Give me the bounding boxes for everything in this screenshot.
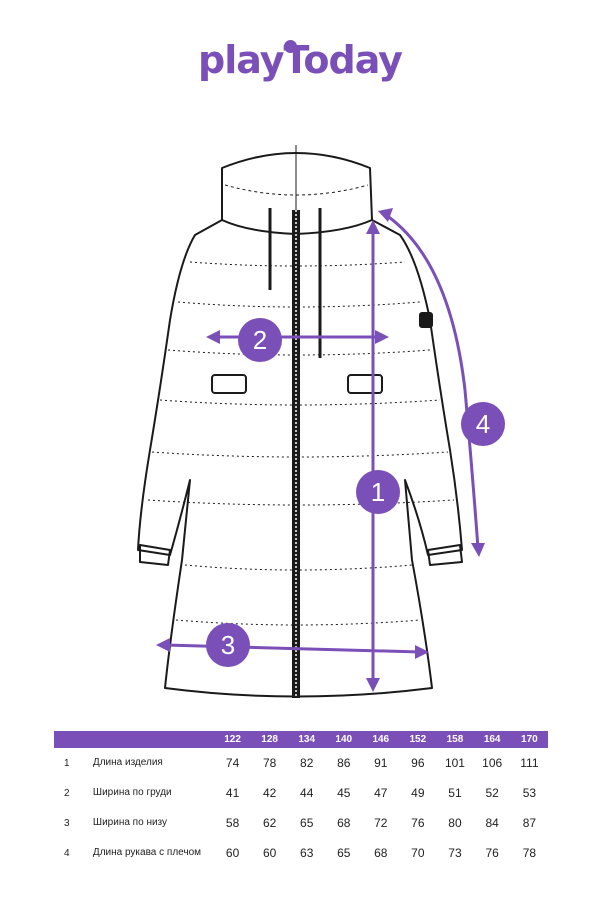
row-value: 49 — [411, 786, 425, 800]
row-value: 44 — [300, 786, 314, 800]
svg-text:4: 4 — [476, 409, 490, 439]
table-row: 4 Длина рукава с плечом 60 60 63 65 68 7… — [54, 838, 548, 868]
row-value: 47 — [374, 786, 388, 800]
row-value: 45 — [337, 786, 351, 800]
row-value: 78 — [522, 846, 537, 860]
row-value: 58 — [225, 816, 240, 830]
marker-2: 2 — [238, 318, 282, 362]
row-value: 60 — [262, 846, 277, 860]
size-header-row: 122 128 134 140 146 152 158 164 170 — [54, 731, 548, 748]
row-value: 80 — [448, 816, 462, 830]
header-spacer — [54, 731, 93, 748]
row-value: 70 — [411, 846, 425, 860]
marker-4: 4 — [461, 402, 505, 446]
row-value: 87 — [522, 816, 537, 830]
row-value: 65 — [300, 816, 314, 830]
size-128: 128 — [251, 731, 289, 748]
row-label: Длина рукава с плечом — [92, 847, 202, 858]
size-158: 158 — [436, 731, 474, 748]
brand-logo: playToday — [0, 38, 600, 82]
row-value: 78 — [262, 756, 277, 770]
svg-text:3: 3 — [221, 630, 235, 660]
table-row: 1 Длина изделия 74 78 82 86 91 96 101 10… — [54, 748, 548, 778]
row-value: 111 — [520, 756, 539, 770]
row-value: 76 — [411, 816, 425, 830]
row-number: 1 — [64, 757, 70, 769]
row-value: 42 — [262, 786, 277, 800]
row-label: Длина изделия — [92, 757, 163, 768]
row-value: 60 — [225, 846, 240, 860]
row-value: 65 — [337, 846, 351, 860]
row-value: 84 — [485, 816, 499, 830]
row-value: 82 — [300, 756, 314, 770]
row-value: 96 — [411, 756, 425, 770]
row-value: 73 — [448, 846, 462, 860]
logo-dot — [284, 40, 297, 53]
size-table: 122 128 134 140 146 152 158 164 170 1 Дл… — [54, 731, 548, 868]
row-value: 51 — [448, 786, 462, 800]
row-label: Ширина по низу — [92, 817, 168, 828]
svg-text:2: 2 — [253, 325, 267, 355]
row-value: 63 — [300, 846, 314, 860]
size-152: 152 — [399, 731, 437, 748]
row-value: 91 — [374, 756, 388, 770]
row-value: 68 — [337, 816, 351, 830]
row-value: 41 — [225, 786, 240, 800]
row-value: 76 — [485, 846, 499, 860]
size-170: 170 — [510, 731, 548, 748]
measurement-markers: 1 2 3 4 — [206, 318, 505, 667]
logo-text: playToday — [198, 38, 403, 82]
row-value: 74 — [225, 756, 240, 770]
row-value: 86 — [337, 756, 351, 770]
row-value: 52 — [485, 786, 499, 800]
svg-text:1: 1 — [371, 477, 385, 507]
header-spacer — [92, 731, 215, 748]
size-134: 134 — [288, 731, 326, 748]
row-number: 4 — [64, 847, 70, 859]
size-146: 146 — [362, 731, 400, 748]
row-number: 2 — [64, 787, 70, 799]
marker-3: 3 — [206, 623, 250, 667]
row-value: 53 — [522, 786, 537, 800]
size-122: 122 — [214, 731, 252, 748]
row-value: 106 — [482, 756, 503, 770]
row-value: 68 — [374, 846, 388, 860]
table-row: 3 Ширина по низу 58 62 65 68 72 76 80 84… — [54, 808, 548, 838]
row-value: 72 — [374, 816, 388, 830]
row-value: 62 — [262, 816, 277, 830]
row-label: Ширина по груди — [92, 787, 172, 798]
row-value: 101 — [444, 756, 465, 770]
size-164: 164 — [473, 731, 511, 748]
coat-drawing: 1 2 3 4 — [137, 145, 505, 698]
row-number: 3 — [64, 817, 70, 829]
table-row: 2 Ширина по груди 41 42 44 45 47 49 51 5… — [54, 778, 548, 808]
marker-1: 1 — [356, 470, 400, 514]
size-140: 140 — [325, 731, 363, 748]
